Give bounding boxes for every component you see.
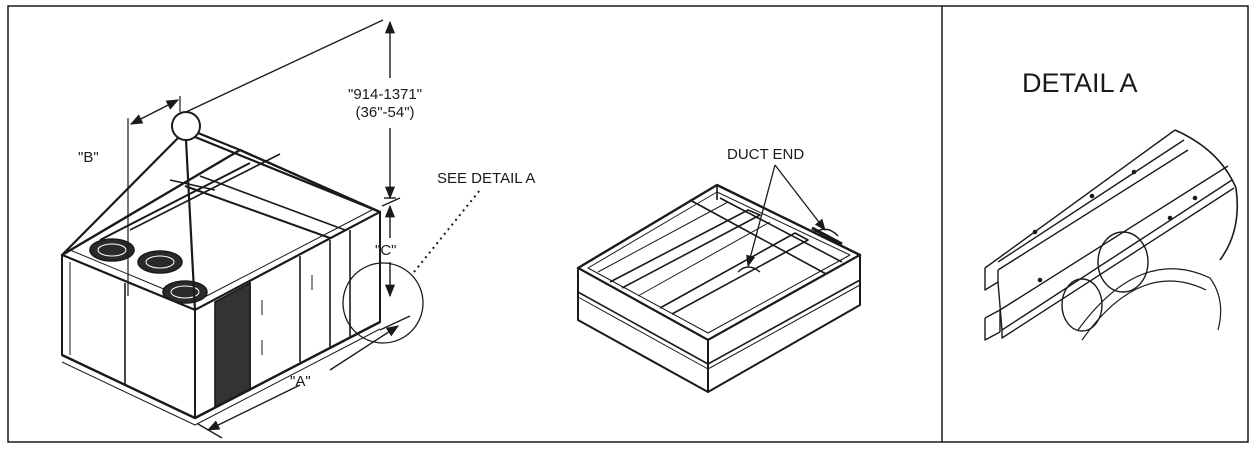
dimension-span-in: (36"-54") bbox=[355, 104, 415, 121]
dimension-span-mm: "914-1371" bbox=[348, 86, 423, 103]
detail-title: DETAIL A bbox=[1022, 68, 1138, 98]
condenser-fan bbox=[89, 238, 135, 262]
rooftop-unit bbox=[60, 148, 382, 426]
dimension-b-label: "B" bbox=[78, 149, 99, 166]
dimension-lines bbox=[127, 19, 411, 439]
detail-leader bbox=[413, 189, 481, 273]
duct-end-label: DUCT END bbox=[727, 146, 805, 163]
dimension-c-label: "C" bbox=[375, 242, 397, 259]
duct-end-leaders bbox=[746, 164, 826, 268]
outer-border bbox=[7, 5, 1249, 443]
dimension-a-label: "A" bbox=[290, 373, 311, 390]
condenser-fan bbox=[137, 250, 183, 274]
see-detail-label: SEE DETAIL A bbox=[437, 170, 536, 187]
condenser-fan bbox=[162, 280, 208, 304]
roof-curb bbox=[576, 183, 862, 393]
detail-a-drawing bbox=[984, 129, 1239, 341]
detail-callout-circle bbox=[342, 262, 424, 344]
dimension-span-label: "914-1371" (36"-54") bbox=[348, 86, 422, 122]
rigging-lines bbox=[61, 111, 381, 311]
lifting-ring bbox=[171, 111, 201, 141]
